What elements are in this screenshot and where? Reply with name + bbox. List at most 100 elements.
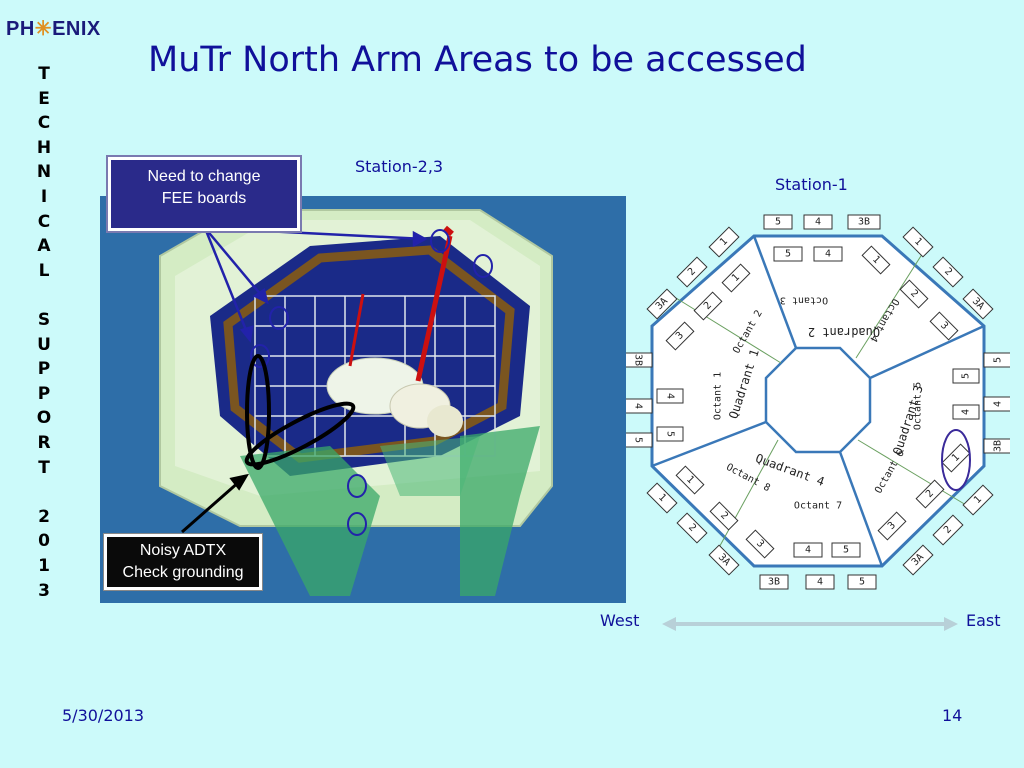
channel-box-label: 4 <box>665 393 676 399</box>
channel-box: 3B <box>847 214 881 230</box>
channel-box-label: 4 <box>805 545 811 556</box>
fee-callout-line1: Need to change <box>147 168 261 185</box>
logo-text-right: ENIX <box>52 18 101 40</box>
channel-box: 1 <box>708 226 740 258</box>
channel-box-label: 4 <box>633 403 644 409</box>
channel-box: 3B <box>983 438 1010 454</box>
channel-box: 2 <box>915 479 945 509</box>
diagram-label: Octant 7 <box>794 501 842 512</box>
channel-box: 5 <box>626 432 653 448</box>
logo-star-icon: ✳ <box>34 18 53 40</box>
side-banner-letter: P <box>37 383 51 404</box>
channel-box: 1 <box>941 443 971 473</box>
channel-box-label: 4 <box>961 409 972 415</box>
channel-box: 3B <box>626 352 653 368</box>
channel-box: 5 <box>656 426 684 442</box>
channel-box: 2 <box>899 279 929 309</box>
channel-box: 3B <box>759 574 789 590</box>
channel-box: 3A <box>708 544 740 576</box>
channel-box: 4 <box>793 542 823 558</box>
channel-box-label: 5 <box>775 217 781 228</box>
channel-box: 3A <box>962 288 994 320</box>
channel-box-label: 3B <box>768 577 780 588</box>
station-1-label: Station-1 <box>775 175 848 194</box>
phenix-logo: PH✳ENIX <box>6 16 101 41</box>
channel-box: 4 <box>805 574 835 590</box>
side-banner-letter: O <box>36 408 52 429</box>
channel-box: 4 <box>626 398 653 414</box>
side-banner-letter: N <box>36 162 52 183</box>
side-banner-letter: T <box>38 457 50 478</box>
adtx-callout-line1: Noisy ADTX <box>139 542 227 559</box>
channel-box: 2 <box>709 501 739 531</box>
channel-box-label: 5 <box>859 577 865 588</box>
slide-title: MuTr North Arm Areas to be accessed <box>148 40 807 80</box>
channel-box: 3 <box>665 321 695 351</box>
side-banner-letter: T <box>38 64 50 84</box>
channel-box: 5 <box>847 574 877 590</box>
channel-box: 4 <box>813 246 843 262</box>
channel-box-label: 3B <box>633 354 644 366</box>
detector-image <box>100 196 626 603</box>
channel-box: 2 <box>932 514 964 546</box>
channel-box-label: 4 <box>815 217 821 228</box>
channel-box: 1 <box>861 245 891 275</box>
fee-callout-line2: FEE boards <box>161 190 247 207</box>
channel-box-label: 5 <box>843 545 849 556</box>
channel-box-label: 5 <box>993 357 1004 363</box>
slide-number: 14 <box>942 706 963 725</box>
side-banner-letter: H <box>36 137 52 158</box>
side-banner-letter: E <box>38 88 50 109</box>
highlight-ellipse <box>941 429 971 491</box>
channel-box: 3 <box>877 511 907 541</box>
channel-box: 5 <box>763 214 793 230</box>
channel-box: 1 <box>962 484 994 516</box>
channel-box: 5 <box>983 352 1010 368</box>
channel-box: 3 <box>745 529 775 559</box>
channel-box: 4 <box>803 214 833 230</box>
side-banner-letter: L <box>38 260 50 281</box>
channel-box-label: 3B <box>858 217 870 228</box>
footer-date: 5/30/2013 <box>62 706 145 725</box>
channel-box: 1 <box>675 465 705 495</box>
side-banner-letter: 2 <box>38 506 50 527</box>
channel-box: 2 <box>693 291 723 321</box>
channel-box: 3 <box>929 311 959 341</box>
station-2-3-label: Station-2,3 <box>355 157 444 176</box>
logo-text-left: PH <box>6 18 35 40</box>
channel-box: 5 <box>952 368 980 384</box>
channel-box: 5 <box>773 246 803 262</box>
adtx-callout-line2: Check grounding <box>122 564 244 581</box>
channel-box-label: 5 <box>633 437 644 443</box>
channel-box: 4 <box>952 404 980 420</box>
east-label: East <box>966 611 1001 630</box>
west-label: West <box>600 611 640 630</box>
diagram-label: Octant 1 <box>713 372 724 420</box>
channel-box-label: 5 <box>665 431 676 437</box>
channel-box: 4 <box>656 388 684 404</box>
channel-box-label: 5 <box>785 249 791 260</box>
side-banner-letter: R <box>37 433 51 453</box>
channel-box-label: 5 <box>961 373 972 379</box>
diagram-label: Octant 5 <box>913 382 924 430</box>
channel-box-label: 4 <box>993 401 1004 407</box>
channel-box: 2 <box>676 512 708 544</box>
channel-box: 1 <box>721 263 751 293</box>
inner-octagon <box>764 346 872 454</box>
fee-boards-callout: Need to change FEE boards <box>108 157 300 231</box>
channel-box-label: 4 <box>817 577 823 588</box>
side-banner-letter: A <box>37 236 51 257</box>
channel-box-label: 4 <box>825 249 831 260</box>
west-east-arrow <box>662 617 958 631</box>
channel-box: 1 <box>902 226 934 258</box>
channel-box: 1 <box>646 482 678 514</box>
channel-box: 3A <box>902 544 934 576</box>
side-banner-letter: 3 <box>38 580 50 601</box>
side-banner-letter: U <box>37 334 51 355</box>
side-banner-letter: I <box>40 187 48 207</box>
diagram-label: Octant 3 <box>780 295 828 306</box>
channel-box: 3A <box>646 288 678 320</box>
side-banner-letter: C <box>37 211 51 232</box>
adtx-callout: Noisy ADTX Check grounding <box>104 534 262 590</box>
